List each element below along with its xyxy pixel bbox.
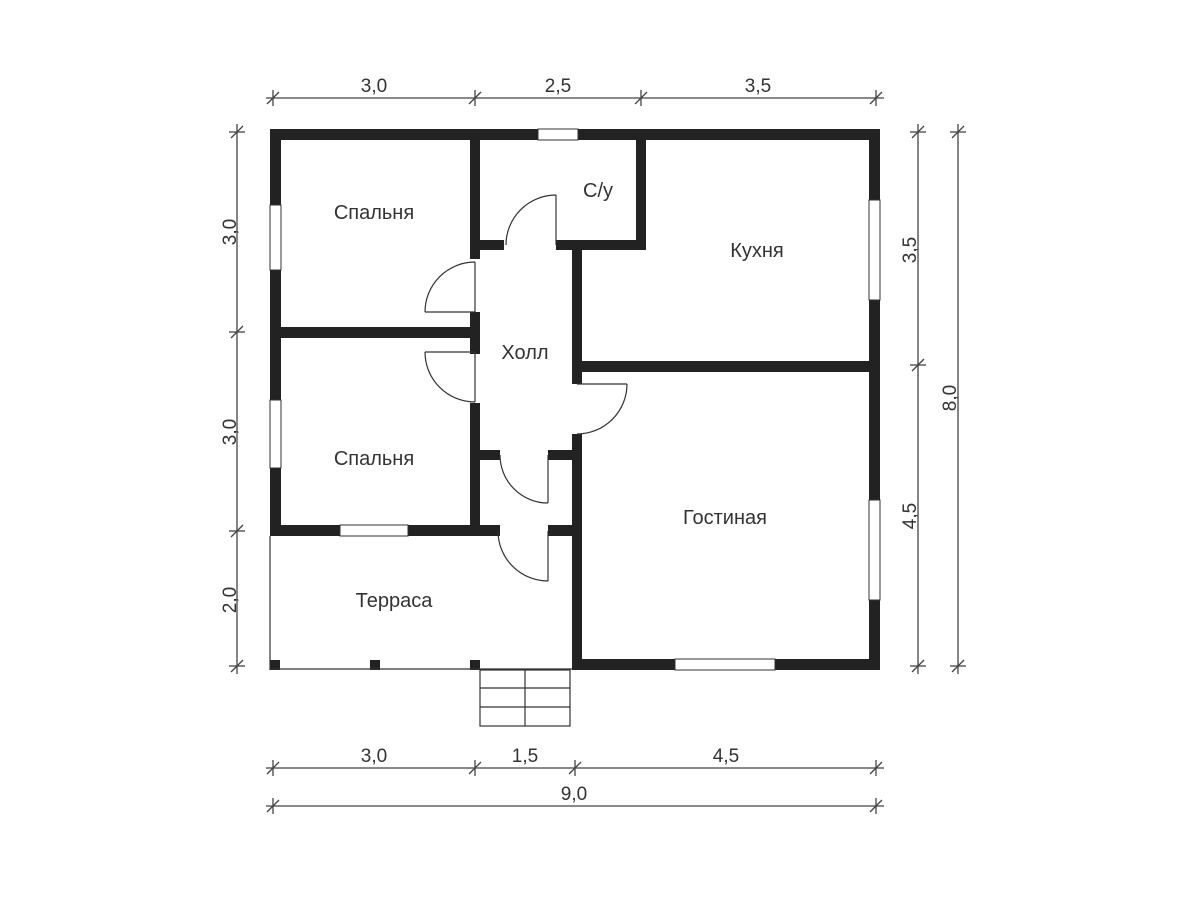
window-bedroom-bottom	[269, 399, 282, 469]
dimension-right: 3,5 4,5 8,0	[900, 124, 966, 674]
room-label-bathroom: С/у	[583, 180, 613, 202]
dimension-left-1: 3,0	[220, 219, 241, 245]
room-label-bedroom-top: Спальня	[334, 202, 414, 224]
wall-kitchen-living	[572, 361, 880, 372]
dimension-top-2: 2,5	[545, 76, 571, 97]
dimension-left-3: 2,0	[220, 587, 241, 613]
terrace-post-3	[470, 660, 480, 670]
outer-wall-right	[869, 129, 880, 670]
dimension-top: 3,0 2,5 3,5	[266, 76, 884, 106]
wall-hall-left-lower	[470, 403, 480, 531]
dimension-right-total: 8,0	[940, 385, 961, 411]
wall-vestibule-bottom-right	[548, 525, 578, 536]
dimension-bottom-3: 4,5	[713, 746, 739, 767]
dimension-bottom-2: 1,5	[512, 746, 538, 767]
window-bathroom	[537, 128, 579, 141]
room-labels: Спальня С/у Кухня Холл Спальня Гостиная …	[334, 180, 784, 612]
wall-hall-left-upper	[470, 129, 480, 259]
window-living-right	[868, 499, 881, 601]
dimension-bottom: 3,0 1,5 4,5 9,0	[266, 746, 884, 814]
window-kitchen	[868, 199, 881, 301]
dimension-left-2: 3,0	[220, 419, 241, 445]
terrace-post-2	[370, 660, 380, 670]
room-label-hall: Холл	[501, 342, 548, 364]
window-terrace	[339, 524, 409, 537]
room-label-kitchen: Кухня	[730, 240, 784, 262]
wall-living-left	[572, 434, 582, 670]
dimension-right-2: 4,5	[900, 503, 921, 529]
door-bedroom-bottom-arc	[424, 351, 476, 403]
wall-bath-right	[636, 129, 646, 250]
dimension-bottom-1: 3,0	[361, 746, 387, 767]
wall-vestibule-top-left	[470, 450, 500, 460]
window-living-bottom	[674, 658, 776, 671]
dimension-bottom-total: 9,0	[561, 784, 587, 805]
dimension-right-1: 3,5	[900, 237, 921, 263]
wall-kitchen-left	[572, 250, 582, 384]
door-living-arc	[576, 383, 628, 435]
dimension-left: 3,0 3,0 2,0	[220, 124, 245, 674]
doors	[424, 194, 628, 582]
window-bedroom-top	[269, 204, 282, 271]
door-entrance-arc	[497, 530, 549, 582]
wall-bath-stub-left	[470, 240, 504, 250]
dimension-top-1: 3,0	[361, 76, 387, 97]
wall-bath-bottom	[556, 240, 646, 250]
door-bathroom-arc	[505, 194, 557, 246]
wall-between-bedrooms	[270, 327, 480, 338]
room-label-living-room: Гостиная	[683, 507, 767, 529]
door-vestibule-inner-arc	[499, 454, 549, 504]
windows	[269, 128, 881, 671]
entrance-stairs	[479, 669, 571, 727]
terrace-post-1	[270, 660, 280, 670]
room-label-terrace: Терраса	[356, 590, 434, 612]
room-label-bedroom-bottom: Спальня	[334, 448, 414, 470]
door-bedroom-top-arc	[424, 261, 476, 313]
dimension-top-3: 3,5	[745, 76, 771, 97]
wall-vestibule-top-right	[548, 450, 578, 460]
